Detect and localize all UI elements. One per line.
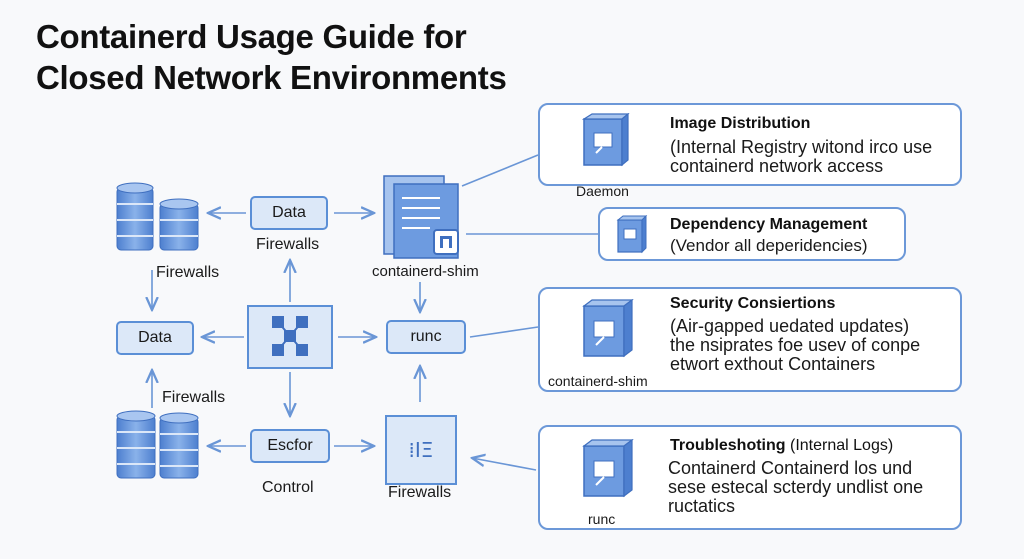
- title-line-2: Closed Network Environments: [36, 59, 507, 96]
- database-icon: [116, 182, 154, 251]
- card-title: Image Distribution: [670, 115, 811, 132]
- runc-node: runc: [386, 320, 466, 354]
- hub-icon: [247, 305, 333, 369]
- card-caption: containerd-shim: [548, 373, 648, 389]
- svg-text:⁞ΙΞ: ⁞ΙΞ: [409, 438, 434, 462]
- card-line: sese estecal scterdy undlist one: [668, 477, 924, 497]
- card-line: etwort exthout Containers: [670, 354, 876, 374]
- card-troubleshooting: runc Troubleshoting (Internal Logs) Cont…: [538, 425, 962, 530]
- data-node-mid: Data: [116, 321, 194, 355]
- escfor-node: Escfor: [250, 429, 330, 463]
- page-title: Containerd Usage Guide for Closed Networ…: [36, 16, 507, 98]
- card-line: (Vendor all deperidencies): [670, 236, 868, 255]
- firewalls-label-bottom: Firewalls: [388, 484, 452, 501]
- database-icon: [159, 198, 199, 251]
- card-security-considerations: containerd-shim Security Consiertions (A…: [538, 287, 962, 392]
- card-dependency-management: Dependency Management (Vendor all deperi…: [598, 207, 906, 261]
- control-label: Control: [262, 479, 314, 496]
- card-image-distribution: Daemon Image Distribution (Internal Regi…: [538, 103, 962, 199]
- card-title-suffix: (Internal Logs): [790, 437, 894, 454]
- card-title-row: Troubleshoting (Internal Logs): [670, 437, 893, 455]
- card-title: Security Consiertions: [670, 295, 836, 312]
- database-icon: [159, 412, 199, 479]
- card-title: Dependency Management: [670, 216, 868, 233]
- server-icon: [383, 175, 459, 259]
- card-caption: Daemon: [576, 183, 629, 199]
- server-icon: [582, 439, 634, 498]
- server-icon: [582, 113, 630, 167]
- server-icon: [582, 299, 634, 358]
- document-icon: ⁞ΙΞ: [385, 415, 457, 485]
- card-line: containerd network access: [670, 156, 884, 176]
- firewalls-label-top: Firewalls: [256, 236, 320, 253]
- card-line: (Air-gapped uedated updates): [670, 316, 910, 336]
- card-line: the nsiprates foe usev of conpe: [670, 335, 921, 355]
- title-line-1: Containerd Usage Guide for: [36, 18, 467, 55]
- connector-arrows: [152, 154, 598, 471]
- card-line: Containerd Containerd los und: [668, 458, 913, 478]
- server-icon: [616, 215, 648, 254]
- card-line: (Internal Registry witond irco use: [670, 137, 933, 157]
- card-line: ructatics: [668, 496, 736, 516]
- firewalls-label-left: Firewalls: [156, 264, 220, 281]
- firewalls-label-lower: Firewalls: [162, 389, 226, 406]
- card-caption: runc: [588, 511, 616, 527]
- containerd-shim-label: containerd-shim: [372, 263, 479, 280]
- database-icon: [116, 410, 156, 479]
- data-node-top: Data: [250, 196, 328, 230]
- card-title: Troubleshoting: [670, 437, 786, 454]
